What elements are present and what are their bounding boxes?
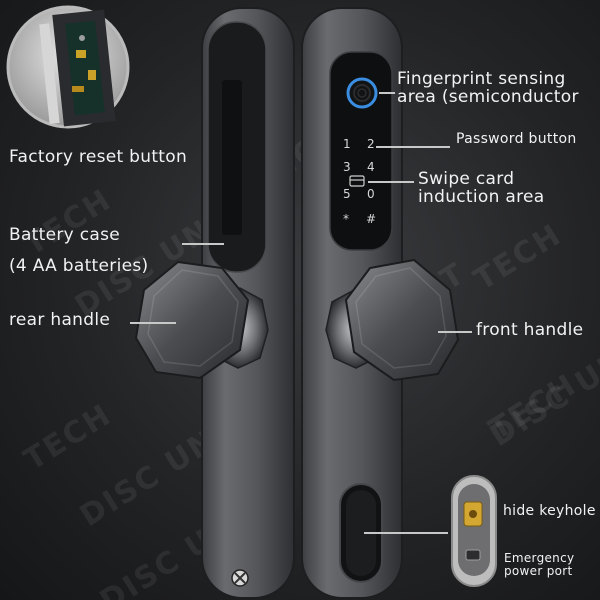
swipe-card-label-line: Swipe card: [418, 169, 515, 189]
leader-line: [379, 92, 395, 94]
rear-handle-label: rear handle: [9, 310, 111, 330]
keypad-key: *: [343, 212, 350, 226]
factory-reset-label: Factory reset button: [9, 147, 188, 167]
leader-line: [130, 322, 176, 324]
swipe-card-label: Swipe card induction area: [418, 170, 545, 206]
keyhole-inset: [451, 475, 497, 587]
fingerprint-sensor: [346, 77, 378, 109]
battery-case-label: (4 AA batteries): [9, 256, 149, 276]
fingerprint-label-line: Fingerprint sensing: [397, 69, 566, 89]
swipe-card-label-line: induction area: [418, 187, 545, 207]
keypad-key: #: [366, 212, 377, 226]
emergency-port-label: Emergency power port: [504, 552, 574, 578]
factory-reset-inset: [6, 5, 130, 129]
fingerprint-label-line: area (semiconductor: [397, 87, 579, 107]
hide-keyhole-label: hide keyhole: [503, 503, 596, 519]
keypad-key: 4: [367, 160, 375, 174]
keypad-key: 2: [367, 137, 375, 151]
keypad-key: 3: [343, 160, 351, 174]
keypad-key: 0: [367, 187, 375, 201]
keypad-key: 1: [343, 137, 351, 151]
front-handle: [325, 258, 460, 382]
keypad-key: 5: [343, 187, 351, 201]
fingerprint-label: Fingerprint sensing area (semiconductor: [397, 70, 579, 106]
leader-line: [376, 146, 450, 148]
emergency-label-line: power port: [504, 564, 573, 578]
leader-line: [364, 532, 448, 534]
front-handle-label: front handle: [476, 320, 584, 340]
password-button-label: Password button: [456, 131, 577, 147]
leader-line: [368, 181, 414, 183]
battery-case-label: Battery case: [9, 225, 121, 245]
emergency-label-line: Emergency: [504, 551, 575, 565]
leader-line: [182, 243, 224, 245]
rear-handle: [134, 260, 269, 380]
card-icon: [349, 175, 365, 187]
leader-line: [438, 331, 472, 333]
